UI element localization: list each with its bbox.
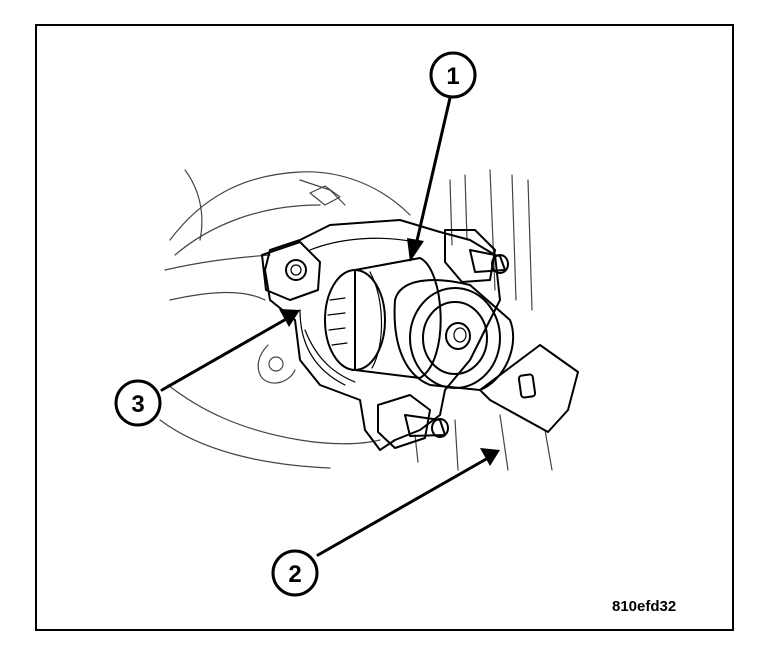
flange-ear-top-right bbox=[444, 229, 509, 283]
callout-3: 3 bbox=[114, 379, 162, 427]
callout-2: 2 bbox=[271, 549, 319, 597]
leader-line-1 bbox=[407, 96, 452, 262]
leader-line-2 bbox=[316, 448, 500, 557]
knuckle-background-lines bbox=[159, 169, 411, 469]
flange-ear-left bbox=[261, 241, 321, 301]
callout-1-label: 1 bbox=[446, 63, 459, 90]
flange-ear-bottom bbox=[377, 394, 449, 449]
leader-line-3 bbox=[160, 309, 300, 392]
hub-bearing bbox=[324, 257, 442, 379]
installer-tool bbox=[393, 279, 579, 433]
figure-code: 810efd32 bbox=[612, 598, 676, 615]
callout-2-label: 2 bbox=[288, 561, 301, 588]
callout-3-label: 3 bbox=[131, 391, 144, 418]
callout-1: 1 bbox=[429, 51, 477, 99]
